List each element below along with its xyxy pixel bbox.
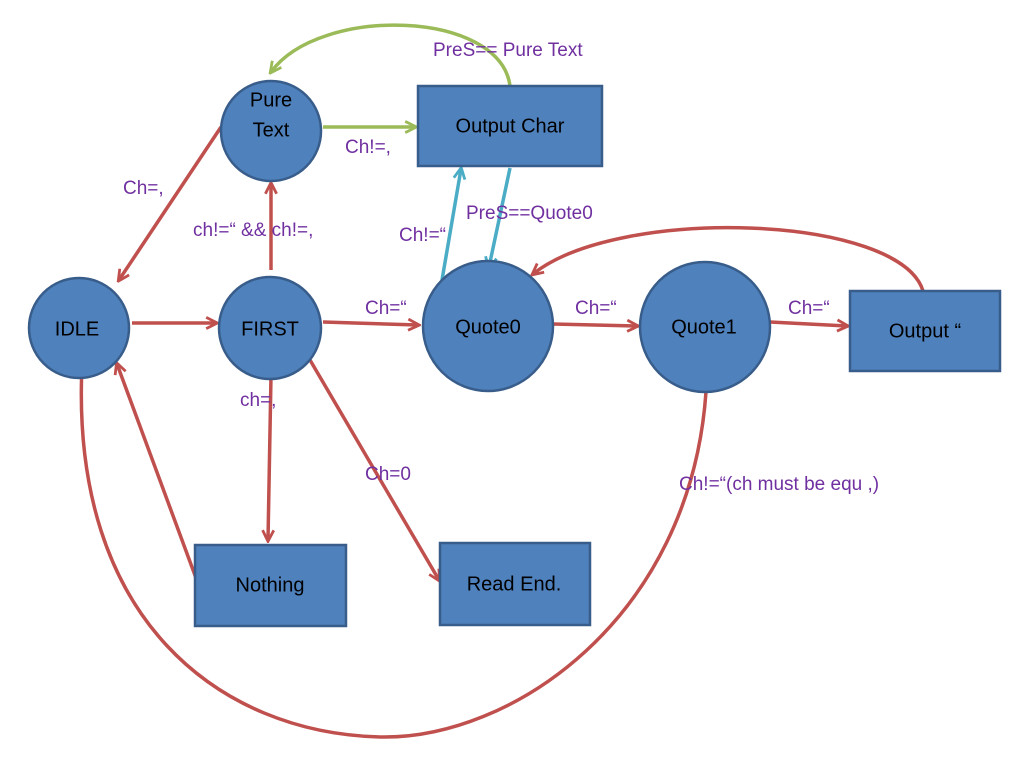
edge-quote0-to-output-char	[440, 169, 461, 281]
state-idle: IDLE	[27, 276, 131, 380]
edge-nothing-to-idle	[117, 364, 198, 579]
state-quote1: Quote1	[638, 260, 772, 394]
state-nothing: Nothing	[193, 543, 348, 628]
edge-label: PreS==Quote0	[466, 203, 593, 224]
edge-label: Ch!=“	[399, 225, 446, 246]
edge-label: Ch!=“(ch must be equ ,)	[679, 474, 879, 495]
state-label: Output Char	[456, 115, 565, 137]
edge-quote1-to-output-quote	[769, 322, 847, 326]
edge-output-quote-to-quote0	[533, 225, 925, 292]
state-first: FIRST	[217, 275, 323, 381]
edge-label: Ch=,	[123, 178, 164, 199]
edge-first-to-quote0	[322, 322, 418, 325]
edge-output-char-to-pure-text	[271, 23, 512, 87]
state-label: Nothing	[236, 574, 305, 596]
state-label: FIRST	[241, 318, 299, 340]
state-output-char: Output Char	[416, 84, 604, 168]
edge-label: Ch=“	[365, 298, 407, 319]
state-label: Output “	[889, 320, 961, 342]
edge-output-char-to-quote0	[489, 167, 512, 267]
state-label: Quote0	[455, 316, 521, 338]
edge-quote1-to-idle	[81, 366, 708, 739]
state-read-end: Read End.	[438, 541, 592, 627]
edge-label: Ch=0	[365, 464, 411, 485]
edge-label: ch=,	[240, 390, 276, 411]
edge-label: PreS== Pure Text	[433, 40, 583, 61]
edge-label: Ch=“	[575, 298, 617, 319]
state-label: Text	[253, 119, 290, 141]
state-label: Read End.	[467, 573, 562, 595]
state-label: IDLE	[55, 318, 99, 340]
edge-label: ch!=“ && ch!=,	[193, 220, 313, 241]
edge-quote0-to-quote1	[552, 324, 637, 326]
edge-pure-text-to-idle	[119, 126, 223, 280]
state-output-quote: Output “	[848, 289, 1002, 373]
state-label: Pure	[250, 89, 292, 111]
edge-first-to-nothing	[268, 375, 271, 540]
edge-first-to-read-end	[308, 359, 439, 580]
edge-label: Ch!=,	[345, 137, 391, 158]
state-quote0: Quote0	[421, 259, 555, 393]
state-label: Quote1	[671, 316, 737, 338]
edge-label: Ch=“	[788, 298, 830, 319]
state-pure-text: Pure Text	[219, 79, 323, 183]
